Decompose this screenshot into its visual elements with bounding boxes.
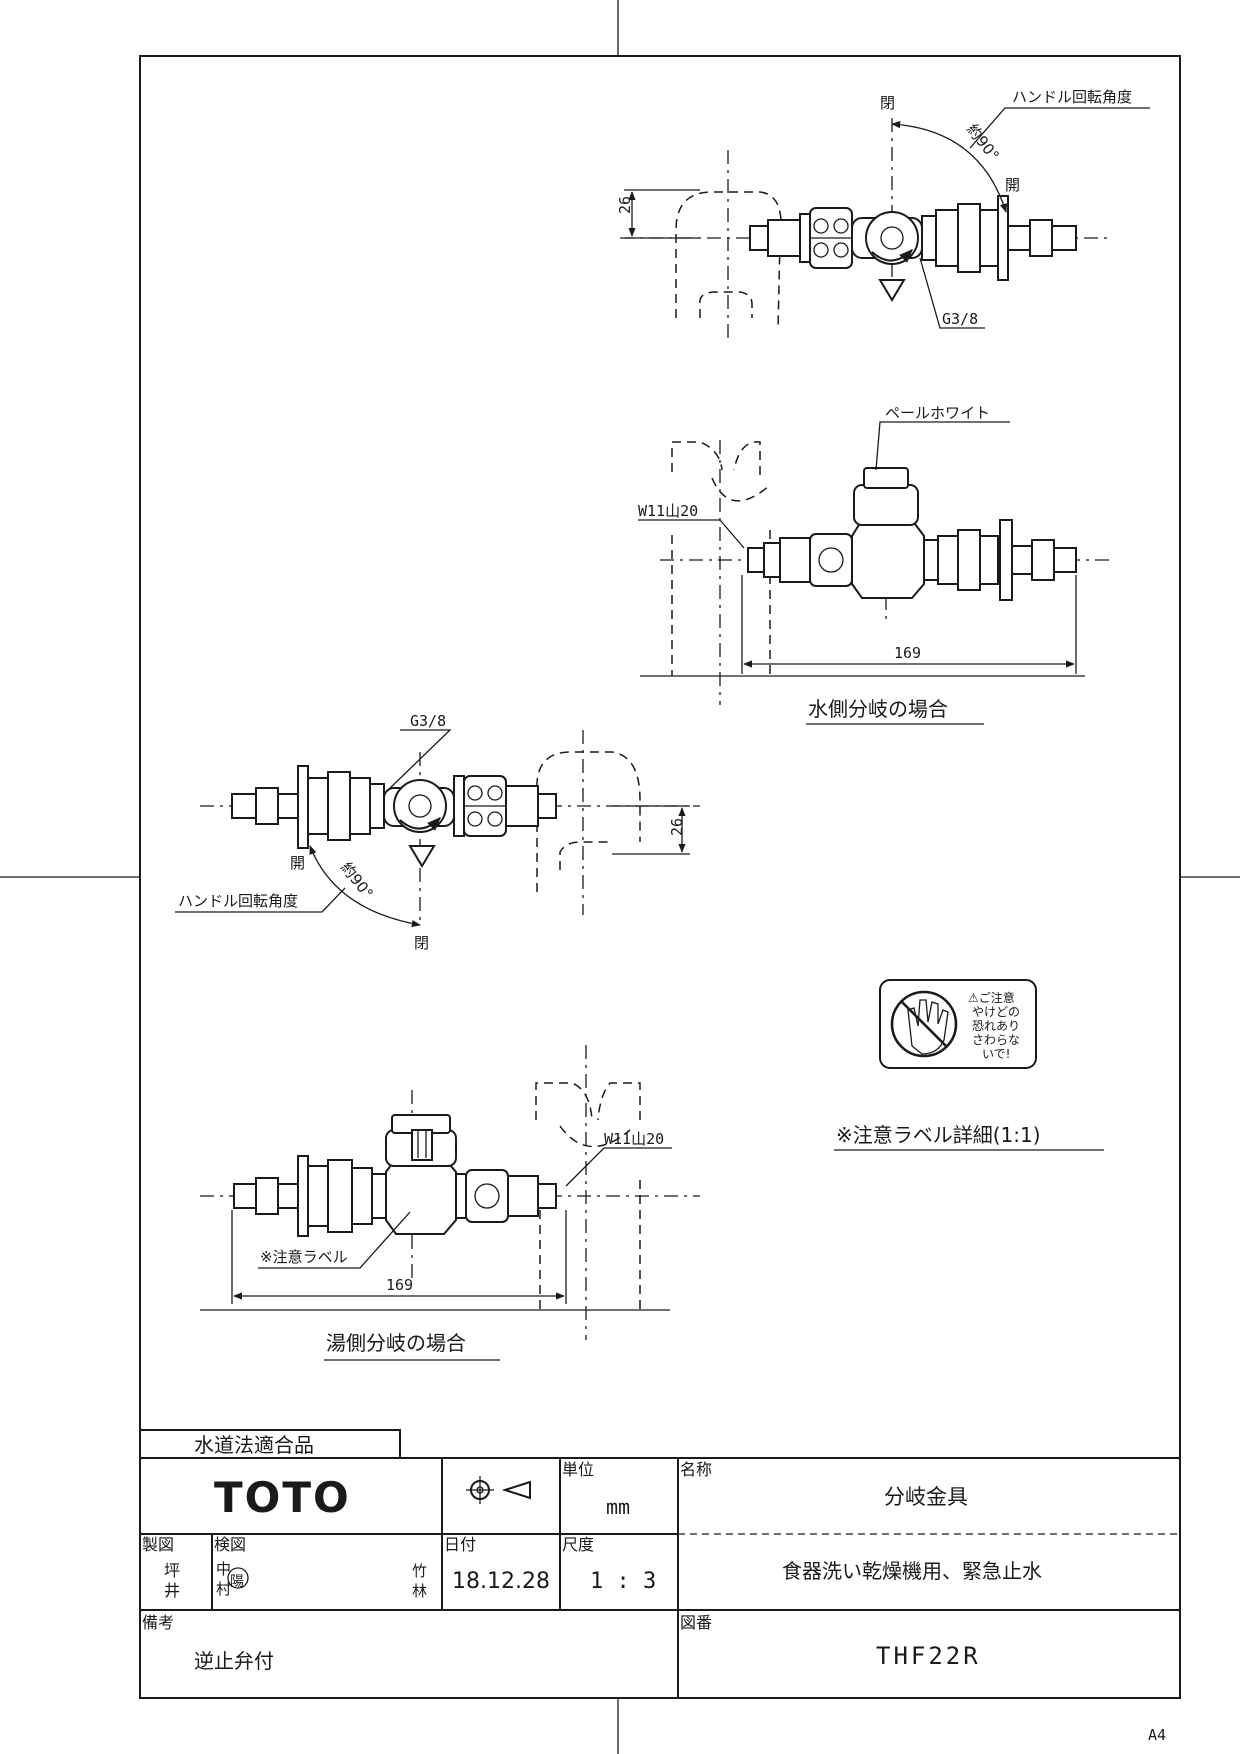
scale-header: 尺度 xyxy=(562,1535,594,1554)
dim-169-label-2: 169 xyxy=(386,1276,413,1294)
view-water-front: ペールホワイト W11山20 169 水側分岐の場合 xyxy=(638,404,1110,725)
dim-169-label-1: 169 xyxy=(894,644,921,662)
thread-g-label-2: G3/8 xyxy=(410,712,446,730)
open-label-2: 開 xyxy=(290,854,305,872)
toto-logo: TOTO xyxy=(214,1473,351,1522)
subname-value: 食器洗い乾燥機用、緊急止水 xyxy=(782,1559,1042,1583)
caution-line-1: ⚠ご注意 xyxy=(968,990,1015,1005)
angle-label-1: 約90° xyxy=(963,120,1003,164)
name-value: 分岐金具 xyxy=(884,1485,968,1509)
checked-name1-1: 中 xyxy=(216,1560,231,1578)
thread-w-label-1: W11山20 xyxy=(638,502,698,520)
handle-angle-label-2: ハンドル回転角度 xyxy=(178,892,298,910)
name-header: 名称 xyxy=(680,1460,712,1479)
open-label-1: 開 xyxy=(1005,176,1020,194)
thread-w-label-2: W11山20 xyxy=(604,1130,664,1148)
angle-label-2: 約90° xyxy=(337,859,377,903)
drawing-no-value: THF22R xyxy=(876,1642,981,1670)
view-hot-top: G3/8 開 閉 約90° ハンドル回転角度 26 xyxy=(175,712,700,952)
drafted-name-1: 坪 xyxy=(164,1561,180,1580)
caution-label-pointer: ※注意ラベル xyxy=(260,1248,348,1266)
checked-stamp: 陽 xyxy=(230,1574,244,1590)
unit-header: 単位 xyxy=(562,1460,594,1479)
checked-header: 検図 xyxy=(214,1535,246,1554)
date-header: 日付 xyxy=(444,1535,476,1554)
caution-line-4: さわらな xyxy=(972,1033,1020,1047)
checked-stamp-circle xyxy=(227,1567,249,1589)
date-value: 18.12.28 xyxy=(452,1569,550,1594)
color-note-label: ペールホワイト xyxy=(885,404,990,422)
caution-line-5: いで! xyxy=(982,1047,1010,1061)
caution-label-detail: ⚠ご注意 やけどの 恐れあり さわらな いで! ※注意ラベル詳細(1:1) xyxy=(834,979,1104,1151)
close-label-2: 閉 xyxy=(414,934,429,952)
dim-26-label-2: 26 xyxy=(668,818,686,836)
water-side-caption: 水側分岐の場合 xyxy=(808,697,948,721)
checked-name1-2: 村 xyxy=(216,1580,231,1598)
handle-angle-label-1: ハンドル回転角度 xyxy=(1012,88,1132,106)
compliance-label: 水道法適合品 xyxy=(194,1433,314,1457)
checked-name2-1: 竹 xyxy=(412,1562,427,1580)
caution-line-2: やけどの xyxy=(972,1005,1020,1019)
label-detail-caption: ※注意ラベル詳細(1:1) xyxy=(836,1123,1041,1147)
sheet-size: A4 xyxy=(1148,1726,1166,1744)
drafted-name-2: 井 xyxy=(164,1581,180,1600)
remarks-value: 逆止弁付 xyxy=(194,1649,274,1673)
scale-value: 1 : 3 xyxy=(590,1569,656,1594)
checked-name2-2: 林 xyxy=(412,1582,427,1600)
view-hot-front: W11山20 ※注意ラベル 169 湯側分岐の場合 xyxy=(200,1045,700,1361)
title-block: 水道法適合品 TOTO 単位 mm 名称 分岐金具 食器洗い乾燥機用、緊急止水 … xyxy=(139,1429,1181,1699)
projection-symbol xyxy=(466,1476,531,1504)
drawing-no-header: 図番 xyxy=(680,1613,712,1632)
caution-line-3: 恐れあり xyxy=(972,1019,1020,1033)
dim-26-label-1: 26 xyxy=(616,196,634,214)
view-water-top: 閉 開 約90° ハンドル回転角度 G3/8 26 xyxy=(616,88,1150,340)
close-label-1: 閉 xyxy=(880,94,895,112)
thread-g-label-1: G3/8 xyxy=(942,310,978,328)
drafted-header: 製図 xyxy=(142,1535,174,1554)
hot-side-caption: 湯側分岐の場合 xyxy=(326,1331,466,1355)
unit-value: mm xyxy=(606,1495,630,1519)
remarks-header: 備考 xyxy=(142,1613,174,1632)
